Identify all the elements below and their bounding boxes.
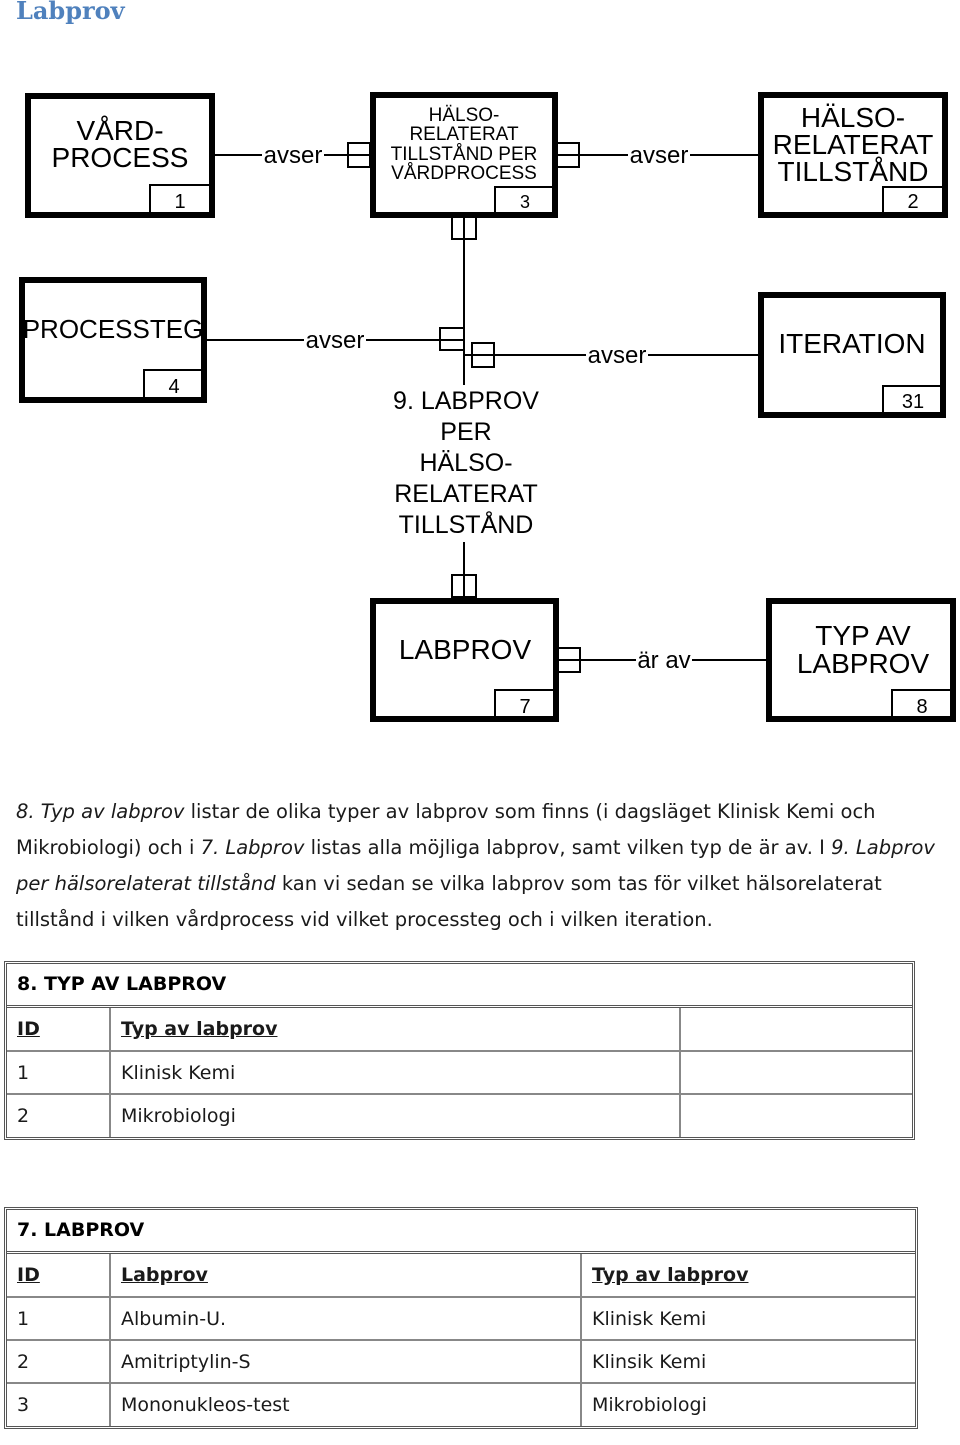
entity-name: HÄLSO- xyxy=(801,102,905,133)
paragraph-text: listas alla möjliga labprov, samt vilken… xyxy=(304,836,832,859)
entity-number: 31 xyxy=(902,391,924,413)
entity-labprov-per-tillstand[interactable]: 9. LABPROV PER HÄLSO- RELATERAT TILLSTÅN… xyxy=(393,387,539,539)
column-header: Typ av labprov xyxy=(581,1254,915,1298)
entity-name: VÅRD- xyxy=(76,115,163,146)
table-title: 7. LABPROV xyxy=(7,1210,915,1254)
table-row: 2 Amitriptylin-S Klinsik Kemi xyxy=(7,1340,915,1384)
empty-cell xyxy=(680,1094,912,1137)
column-header: ID xyxy=(7,1254,111,1298)
cell-id: 1 xyxy=(7,1297,111,1341)
empty-cell xyxy=(680,1008,912,1052)
description-paragraph: 8. Typ av labprov listar de olika typer … xyxy=(16,794,941,938)
entity-number: 8 xyxy=(916,696,927,718)
entity-relationship-diagram: VÅRD- PROCESS 1 HÄLSO- RELATERAT TILLSTÅ… xyxy=(19,92,956,722)
relationship-label: avser xyxy=(630,142,689,169)
entity-name: PROCESS xyxy=(52,142,189,173)
entity-name: LABPROV xyxy=(399,634,532,665)
entity-number: 2 xyxy=(907,191,918,213)
entity-typ-av-labprov[interactable]: TYP AV LABPROV 8 xyxy=(766,598,956,722)
cell-typ: Klinisk Kemi xyxy=(581,1297,915,1341)
entity-number: 4 xyxy=(168,376,179,398)
cell-labprov: Amitriptylin-S xyxy=(110,1340,582,1384)
entity-name: RELATERAT xyxy=(773,129,934,160)
relationship-label: avser xyxy=(264,142,323,169)
entity-name: TILLSTÅND PER xyxy=(391,144,538,165)
entity-reference: 8. Typ av labprov xyxy=(16,800,185,823)
entity-iteration[interactable]: ITERATION 31 xyxy=(758,292,946,418)
table-row: 1 Albumin-U. Klinisk Kemi xyxy=(7,1297,915,1341)
entity-name: PROCESSTEG xyxy=(23,314,204,344)
cell-labprov: Mononukleos-test xyxy=(110,1383,582,1426)
table-header-row: ID Labprov Typ av labprov xyxy=(7,1254,915,1298)
table-row: 3 Mononukleos-test Mikrobiologi xyxy=(7,1383,915,1426)
column-header: ID xyxy=(7,1008,111,1052)
cell-typ: Klinsik Kemi xyxy=(581,1340,915,1384)
entity-reference: 9. Labprov per hälsorelaterat tillstånd xyxy=(16,836,935,895)
entity-number: 3 xyxy=(520,192,530,212)
entity-vardprocess[interactable]: VÅRD- PROCESS 1 xyxy=(25,93,215,218)
cell-id: 2 xyxy=(7,1094,111,1137)
table-row: 1 Klinisk Kemi xyxy=(7,1051,912,1095)
table-typ-av-labprov: 8. TYP AV LABPROV ID Typ av labprov 1 Kl… xyxy=(4,961,915,1140)
entity-name: RELATERAT xyxy=(394,480,538,508)
paragraph-text: kan vi sedan se vilka labprov som tas fö… xyxy=(16,872,882,931)
column-header: Labprov xyxy=(110,1254,582,1298)
table-header-row: ID Typ av labprov xyxy=(7,1008,912,1052)
relationship-label: avser xyxy=(306,327,365,354)
cell-id: 2 xyxy=(7,1340,111,1384)
entity-number: 1 xyxy=(174,191,185,213)
entity-name: PER xyxy=(440,418,491,446)
relationship-label: avser xyxy=(588,342,647,369)
entity-name: ITERATION xyxy=(778,328,925,359)
empty-cell xyxy=(680,1051,912,1095)
column-header: Typ av labprov xyxy=(110,1008,681,1052)
cell-id: 3 xyxy=(7,1383,111,1426)
entity-name: TILLSTÅND xyxy=(778,156,929,187)
page-title: Labprov xyxy=(16,0,125,25)
entity-name: HÄLSO- xyxy=(429,105,500,126)
table-row: 2 Mikrobiologi xyxy=(7,1094,912,1137)
cell-typ: Mikrobiologi xyxy=(592,1394,707,1416)
entity-name: TYP AV xyxy=(815,620,911,651)
entity-name: 9. LABPROV xyxy=(393,387,539,415)
entity-labprov[interactable]: LABPROV 7 xyxy=(370,598,559,722)
paragraph-text: listar de olika typer av labprov som fin… xyxy=(16,800,876,859)
relationship-label: är av xyxy=(637,647,690,674)
entity-name: RELATERAT xyxy=(409,124,518,145)
relationship-lines xyxy=(204,142,769,673)
entity-halsotillstand-per-vardprocess[interactable]: HÄLSO- RELATERAT TILLSTÅND PER VÅRDPROCE… xyxy=(370,92,558,218)
entity-processteg[interactable]: PROCESSTEG 4 xyxy=(19,277,207,403)
entity-name: TILLSTÅND xyxy=(399,509,534,539)
entity-reference: 7. Labprov xyxy=(200,836,305,859)
cell-id: 1 xyxy=(7,1051,111,1095)
entity-number: 7 xyxy=(519,696,530,718)
entity-name: LABPROV xyxy=(797,648,930,679)
table-labprov: 7. LABPROV ID Labprov Typ av labprov 1 A… xyxy=(4,1207,918,1429)
entity-halsotillstand[interactable]: HÄLSO- RELATERAT TILLSTÅND 2 xyxy=(758,92,948,218)
table-title: 8. TYP AV LABPROV xyxy=(7,964,912,1008)
entity-name: VÅRDPROCESS xyxy=(391,163,537,184)
entity-name: HÄLSO- xyxy=(419,449,512,477)
cell-typ: Klinisk Kemi xyxy=(110,1051,681,1095)
cell-typ: Mikrobiologi xyxy=(110,1094,681,1137)
cell-labprov: Albumin-U. xyxy=(110,1297,582,1341)
